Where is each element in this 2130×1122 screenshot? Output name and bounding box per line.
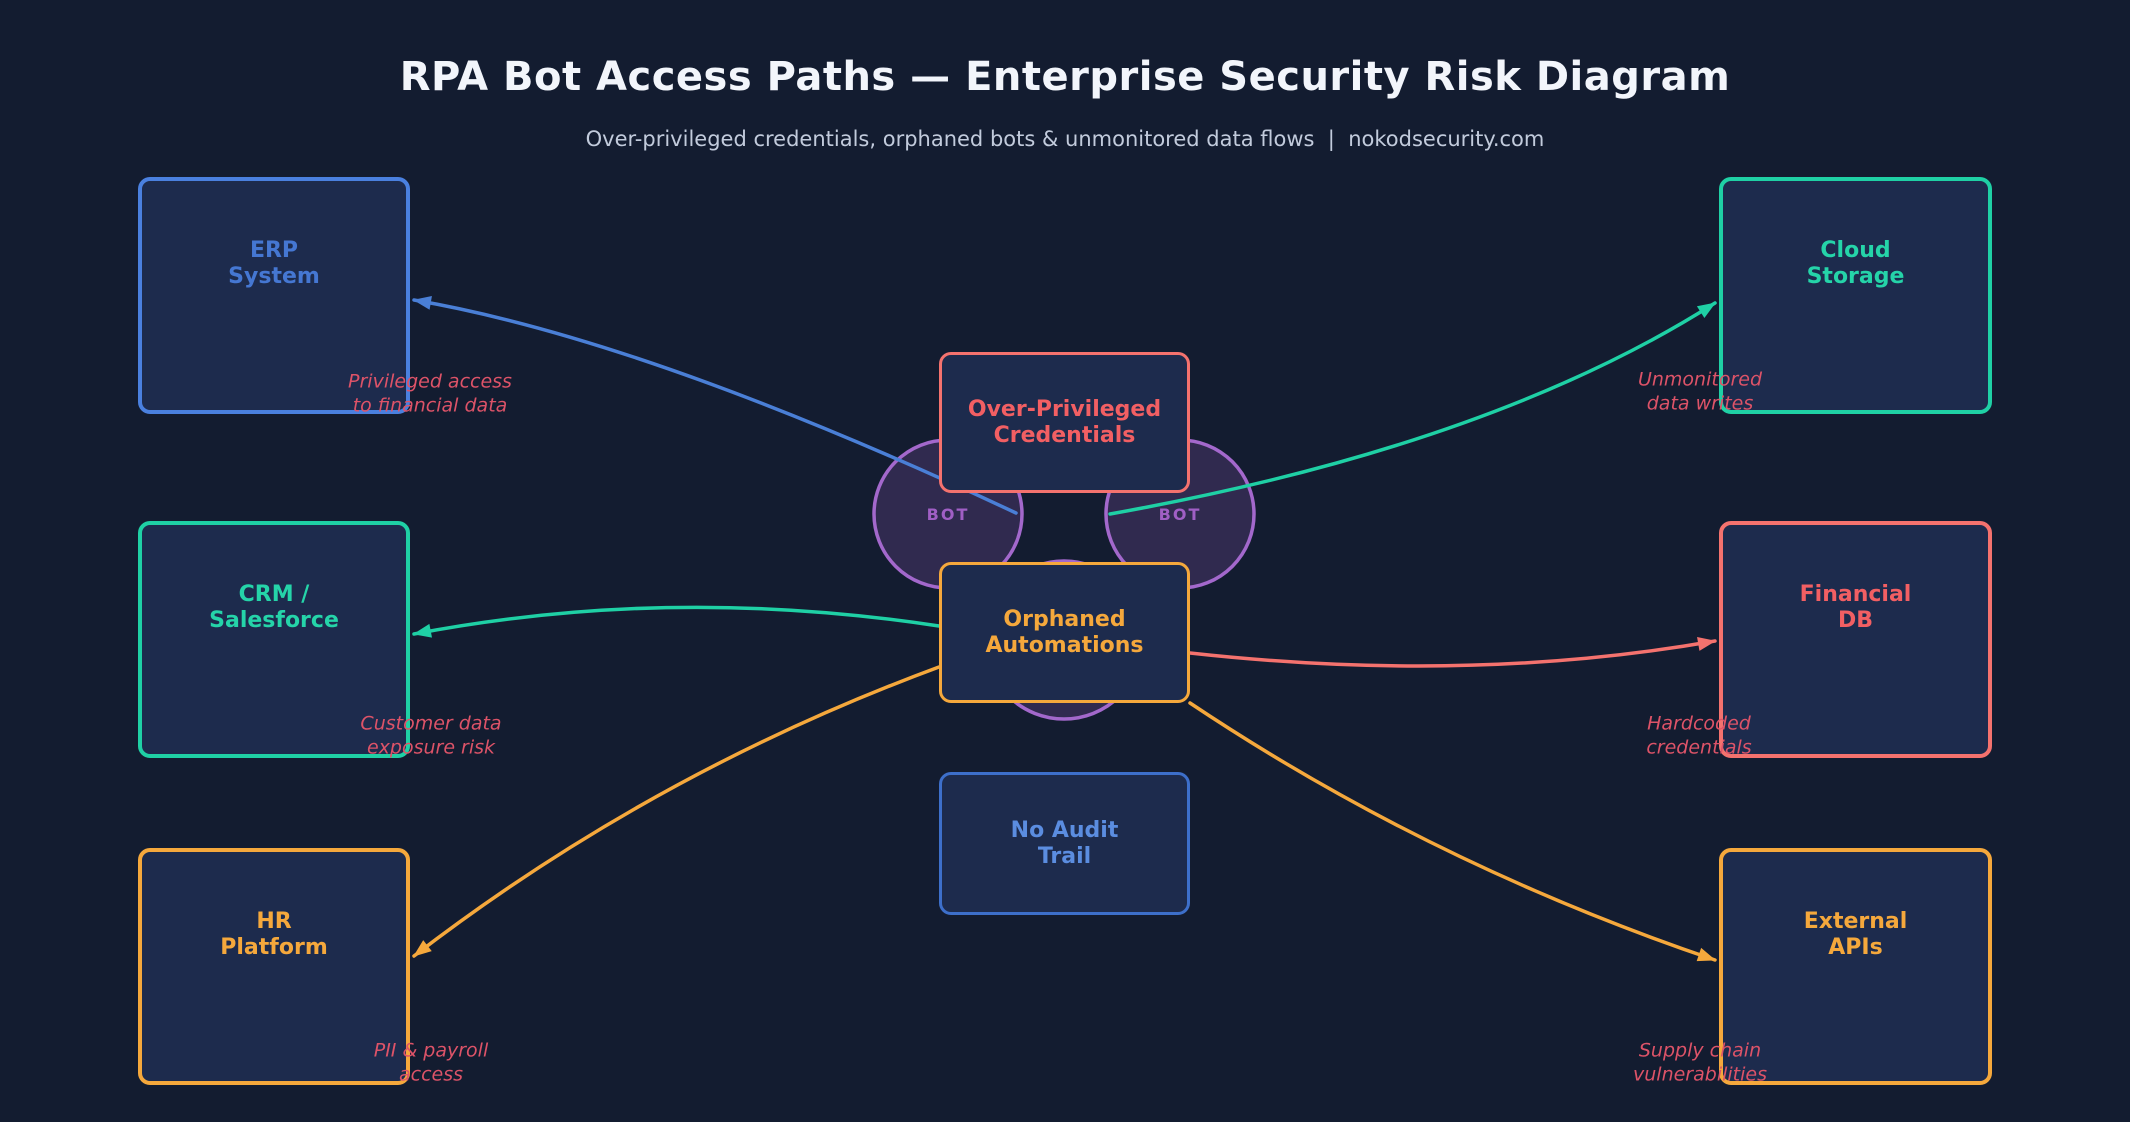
node-erp-system-label: ERP System — [228, 238, 320, 289]
node-crm-salesforce-label: CRM / Salesforce — [209, 582, 339, 633]
node-no-audit-trail-label: No Audit Trail — [1010, 817, 1119, 869]
risk-annotation-financial: Hardcoded credentials — [1646, 712, 1752, 758]
node-financial-db: Financial DB — [1719, 521, 1992, 758]
risk-annotation-crm: Customer data exposure risk — [360, 712, 502, 758]
edge-bots-to-erp — [412, 295, 1018, 515]
edge-orphaned-to-external-apis — [1188, 701, 1717, 962]
node-orphaned-automations: Orphaned Automations — [939, 562, 1190, 703]
bot-label-left: BOT — [927, 505, 970, 524]
risk-annotation-cloud: Unmonitored data writes — [1637, 368, 1763, 414]
node-over-privileged-credentials: Over-Privileged Credentials — [939, 352, 1190, 493]
node-cloud-storage-label: Cloud Storage — [1806, 238, 1905, 289]
node-orphaned-automations-label: Orphaned Automations — [985, 606, 1144, 658]
node-hr-platform-label: HR Platform — [220, 909, 328, 960]
node-crm-salesforce: CRM / Salesforce — [138, 521, 410, 758]
node-cloud-storage: Cloud Storage — [1719, 177, 1992, 414]
node-hr-platform: HR Platform — [138, 848, 410, 1085]
edge-orphaned-to-hr — [412, 665, 941, 958]
edge-bots-to-cloud-storage — [1108, 301, 1717, 516]
page-subtitle: Over-privileged credentials, orphaned bo… — [585, 127, 1545, 151]
edge-orphaned-to-financial-db — [1188, 637, 1717, 668]
risk-annotation-external: Supply chain vulnerabilities — [1633, 1039, 1767, 1085]
risk-annotation-erp: Privileged access to financial data — [348, 370, 512, 416]
node-erp-system: ERP System — [138, 177, 410, 414]
node-financial-db-label: Financial DB — [1799, 582, 1912, 633]
page-title: RPA Bot Access Paths — Enterprise Securi… — [399, 54, 1731, 100]
edge-orphaned-to-crm — [412, 605, 941, 638]
node-external-apis-label: External APIs — [1803, 909, 1908, 960]
risk-annotation-hr: PII & payroll access — [373, 1039, 489, 1085]
node-over-privileged-credentials-label: Over-Privileged Credentials — [967, 396, 1162, 448]
node-no-audit-trail: No Audit Trail — [939, 772, 1190, 915]
node-external-apis: External APIs — [1719, 848, 1992, 1085]
bot-label-right: BOT — [1159, 505, 1202, 524]
